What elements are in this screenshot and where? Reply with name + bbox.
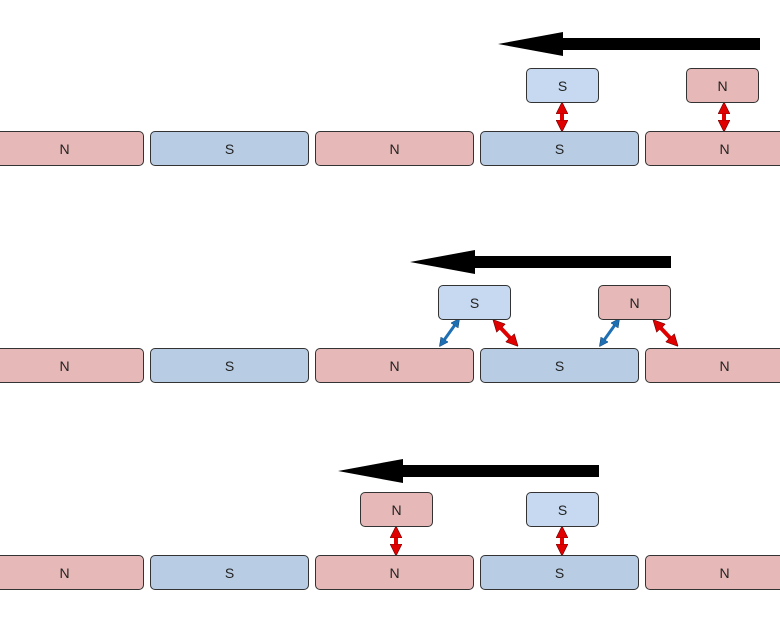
motion-arrow-2	[410, 250, 671, 274]
motion-arrow-3	[338, 459, 599, 483]
stator-magnet: S	[480, 555, 639, 590]
stator-magnet: S	[480, 348, 639, 383]
mover-magnet: N	[598, 285, 671, 320]
repel-arrow	[497, 324, 514, 342]
stator-magnet: N	[315, 131, 474, 166]
stator-magnet: N	[0, 348, 144, 383]
stator-magnet: N	[645, 555, 780, 590]
stator-magnet: N	[645, 131, 780, 166]
stator-magnet: N	[0, 131, 144, 166]
mover-magnet: N	[360, 492, 433, 527]
repel-arrow	[657, 324, 674, 342]
mover-magnet: S	[438, 285, 511, 320]
mover-magnet: S	[526, 68, 599, 103]
stator-magnet: N	[645, 348, 780, 383]
stator-magnet: S	[480, 131, 639, 166]
stator-magnet: S	[150, 555, 309, 590]
attract-arrow	[442, 322, 457, 343]
stator-magnet: N	[315, 348, 474, 383]
mover-magnet: N	[686, 68, 759, 103]
stator-magnet: N	[315, 555, 474, 590]
mover-magnet: S	[526, 492, 599, 527]
attract-arrow	[602, 322, 617, 343]
motion-arrow-1	[498, 32, 760, 56]
stator-magnet: S	[150, 131, 309, 166]
stator-magnet: S	[150, 348, 309, 383]
stator-magnet: N	[0, 555, 144, 590]
